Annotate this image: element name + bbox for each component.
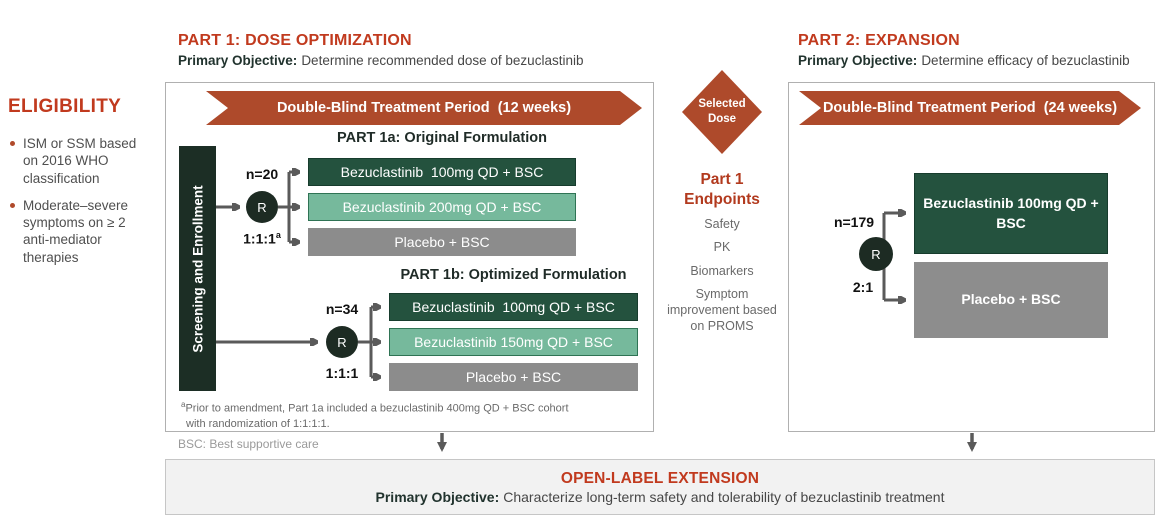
part1a-arm-bezuclastinib-100mg: Bezuclastinib 100mg QD + BSC xyxy=(308,158,576,186)
part2-ratio-label: 2:1 xyxy=(852,279,874,295)
eligibility-bullet-text: ISM or SSM based on 2016 WHO classificat… xyxy=(23,136,137,186)
endpoint-item: Safety xyxy=(704,217,740,231)
part2-randomization-circle: R xyxy=(859,237,893,271)
part2-arm-placebo: Placebo + BSC xyxy=(914,262,1108,338)
bsc-note: BSC: Best supportive care xyxy=(178,437,319,451)
part1a-title: PART 1a: Original Formulation xyxy=(337,130,547,146)
part1a-n-label: n=20 xyxy=(245,166,279,182)
bullet-icon xyxy=(10,202,15,208)
endpoint-item: PK xyxy=(713,240,731,255)
part2-objective: Primary Objective:Determine efficacy of … xyxy=(798,53,1130,68)
selected-dose-line2: Dose xyxy=(707,113,737,125)
selected-dose-diamond: Selected Dose xyxy=(682,70,762,154)
arm-label: Placebo + BSC xyxy=(961,291,1061,308)
eligibility-bullet: ISM or SSM based on 2016 WHO classificat… xyxy=(8,135,162,187)
open-label-objective: Primary Objective:Characterize long-term… xyxy=(376,489,945,505)
objective-text: Determine recommended dose of bezuclasti… xyxy=(301,53,584,68)
part2-treatment-period-banner: Double-Blind Treatment Period (24 weeks) xyxy=(799,91,1141,125)
part1-treatment-period-banner: Double-Blind Treatment Period (12 weeks) xyxy=(206,91,642,125)
part2-title: PART 2: EXPANSION xyxy=(798,32,960,49)
part1b-ratio-label: 1:1:1 xyxy=(325,365,359,381)
part2-flow-connectors xyxy=(882,83,1156,433)
randomization-label: R xyxy=(871,246,881,262)
endpoint-item: Biomarkers xyxy=(690,263,754,278)
objective-label: Primary Objective: xyxy=(178,53,298,68)
arm-label: Bezuclastinib 200mg QD + BSC xyxy=(342,199,542,215)
part1-endpoints-title: Part 1 Endpoints xyxy=(684,171,760,208)
arm-label: Bezuclastinib 100mg QD + BSC xyxy=(340,164,544,180)
eligibility-section: ELIGIBILITY ISM or SSM based on 2016 WHO… xyxy=(8,96,162,276)
objective-text: Determine efficacy of bezuclastinib xyxy=(921,53,1130,68)
bullet-icon xyxy=(10,141,15,146)
part2-arm-bezuclastinib-100mg: Bezuclastinib 100mg QD + BSC xyxy=(914,173,1108,254)
selected-dose-line1: Selected xyxy=(698,98,746,111)
part1a-randomization-circle: R xyxy=(246,191,278,223)
footnote-line1: aPrior to amendment, Part 1a included a … xyxy=(181,400,569,415)
objective-text: Characterize long-term safety and tolera… xyxy=(503,488,945,505)
part1-panel: Double-Blind Treatment Period (12 weeks)… xyxy=(165,82,654,432)
randomization-label: R xyxy=(337,334,347,350)
arm-label: Bezuclastinib 100mg QD + BSC xyxy=(412,299,615,315)
part1b-randomization-circle: R xyxy=(326,326,358,358)
part2-n-label: n=179 xyxy=(833,214,875,230)
arm-label: Bezuclastinib 150mg QD + BSC xyxy=(414,334,613,350)
part1a-ratio-label: 1:1:1a xyxy=(243,230,281,247)
screening-enrollment-bar: Screening and Enrollment xyxy=(179,146,216,391)
screening-enrollment-label: Screening and Enrollment xyxy=(190,184,205,353)
part2-header: PART 2: EXPANSION Primary Objective:Dete… xyxy=(798,32,1130,68)
open-label-title: OPEN-LABEL EXTENSION xyxy=(560,469,760,487)
objective-label: Primary Objective: xyxy=(798,53,918,68)
part1-footnote: aPrior to amendment, Part 1a included a … xyxy=(181,399,641,432)
endpoint-item: Symptom improvement based on PROMS xyxy=(667,286,777,334)
part1b-arm-bezuclastinib-100mg: Bezuclastinib 100mg QD + BSC xyxy=(389,293,638,321)
banner-label: Double-Blind Treatment Period (24 weeks) xyxy=(822,100,1118,116)
open-label-extension-bar: OPEN-LABEL EXTENSION Primary Objective:C… xyxy=(165,459,1155,515)
eligibility-list: ISM or SSM based on 2016 WHO classificat… xyxy=(8,135,162,266)
eligibility-bullet: Moderate–severe symptoms on ≥ 2 anti-med… xyxy=(8,197,162,266)
arm-label: Bezuclastinib 100mg QD + BSC xyxy=(923,194,1099,231)
randomization-label: R xyxy=(257,199,267,215)
footnote-line2: with randomization of 1:1:1:1. xyxy=(186,418,330,431)
part2-panel: Double-Blind Treatment Period (24 weeks)… xyxy=(788,82,1155,432)
eligibility-title: ELIGIBILITY xyxy=(8,96,122,117)
eligibility-bullet-text: Moderate–severe symptoms on ≥ 2 anti-med… xyxy=(23,197,129,265)
banner-label: Double-Blind Treatment Period (12 weeks) xyxy=(276,100,572,116)
part1a-arm-placebo: Placebo + BSC xyxy=(308,228,576,256)
arm-label: Placebo + BSC xyxy=(465,369,562,385)
part1-header: PART 1: DOSE OPTIMIZATION Primary Object… xyxy=(178,32,583,68)
part1b-arm-placebo: Placebo + BSC xyxy=(389,363,638,391)
objective-label: Primary Objective: xyxy=(375,488,500,505)
part1b-title: PART 1b: Optimized Formulation xyxy=(400,267,627,283)
part1-title: PART 1: DOSE OPTIMIZATION xyxy=(178,32,412,49)
arm-label: Placebo + BSC xyxy=(394,234,490,250)
part1-objective: Primary Objective:Determine recommended … xyxy=(178,53,583,68)
part1-endpoints-list: Safety PK Biomarkers Symptom improvement… xyxy=(662,216,782,342)
part1b-n-label: n=34 xyxy=(325,301,359,317)
part1b-arm-bezuclastinib-150mg: Bezuclastinib 150mg QD + BSC xyxy=(389,328,638,356)
part1a-arm-bezuclastinib-200mg: Bezuclastinib 200mg QD + BSC xyxy=(308,193,576,221)
